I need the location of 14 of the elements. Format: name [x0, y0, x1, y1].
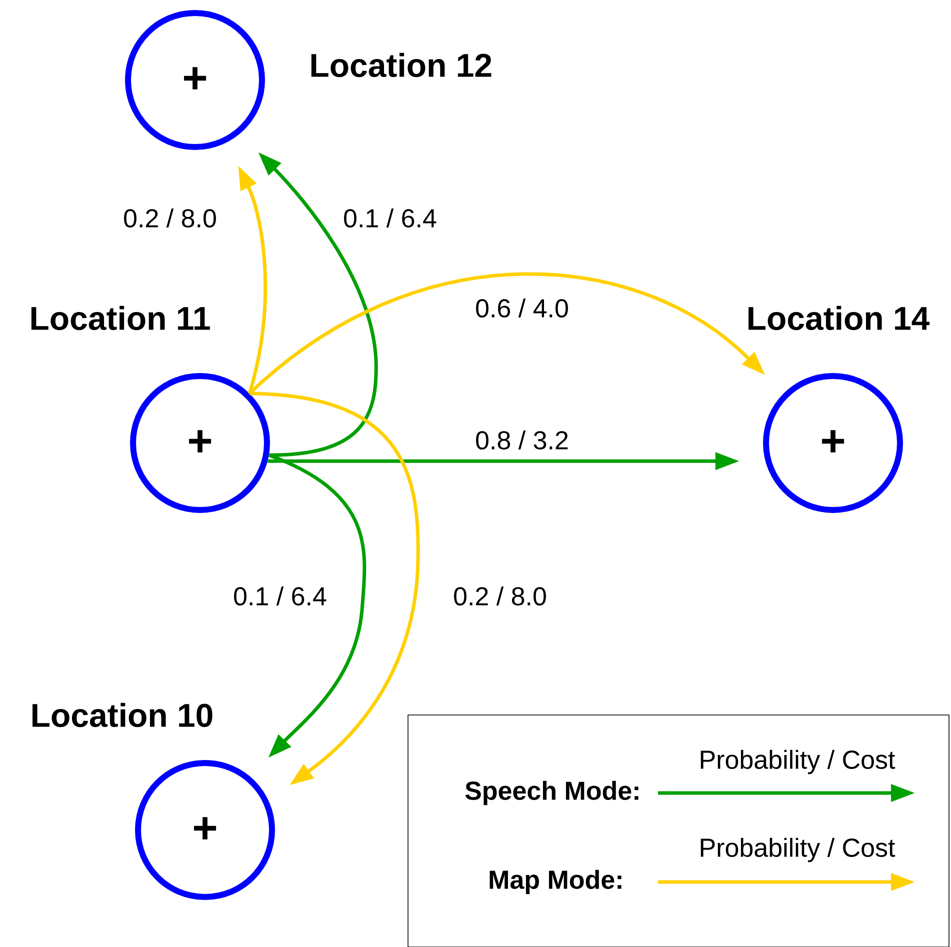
edge-label: 0.6 / 4.0: [473, 296, 571, 320]
legend-caption: Probability / Cost: [700, 750, 896, 774]
edge-label: 0.1 / 6.4: [231, 584, 329, 608]
edge-label: 0.1 / 6.4: [341, 206, 439, 230]
location-heading: Location 12: [311, 52, 492, 78]
location-heading: Location 11: [31, 306, 210, 330]
edge-label: 0.8 / 3.2: [473, 428, 571, 452]
legend-caption: Probability / Cost: [700, 838, 896, 862]
location-heading: Location 10: [32, 702, 212, 728]
legend-label: Map Mode:: [490, 870, 622, 894]
legend-label: Speech Mode:: [465, 780, 638, 806]
location-heading: Location 14: [748, 306, 930, 330]
edge-label: 0.2 / 8.0: [121, 206, 219, 230]
edge-label: 0.2 / 8.0: [451, 584, 549, 608]
